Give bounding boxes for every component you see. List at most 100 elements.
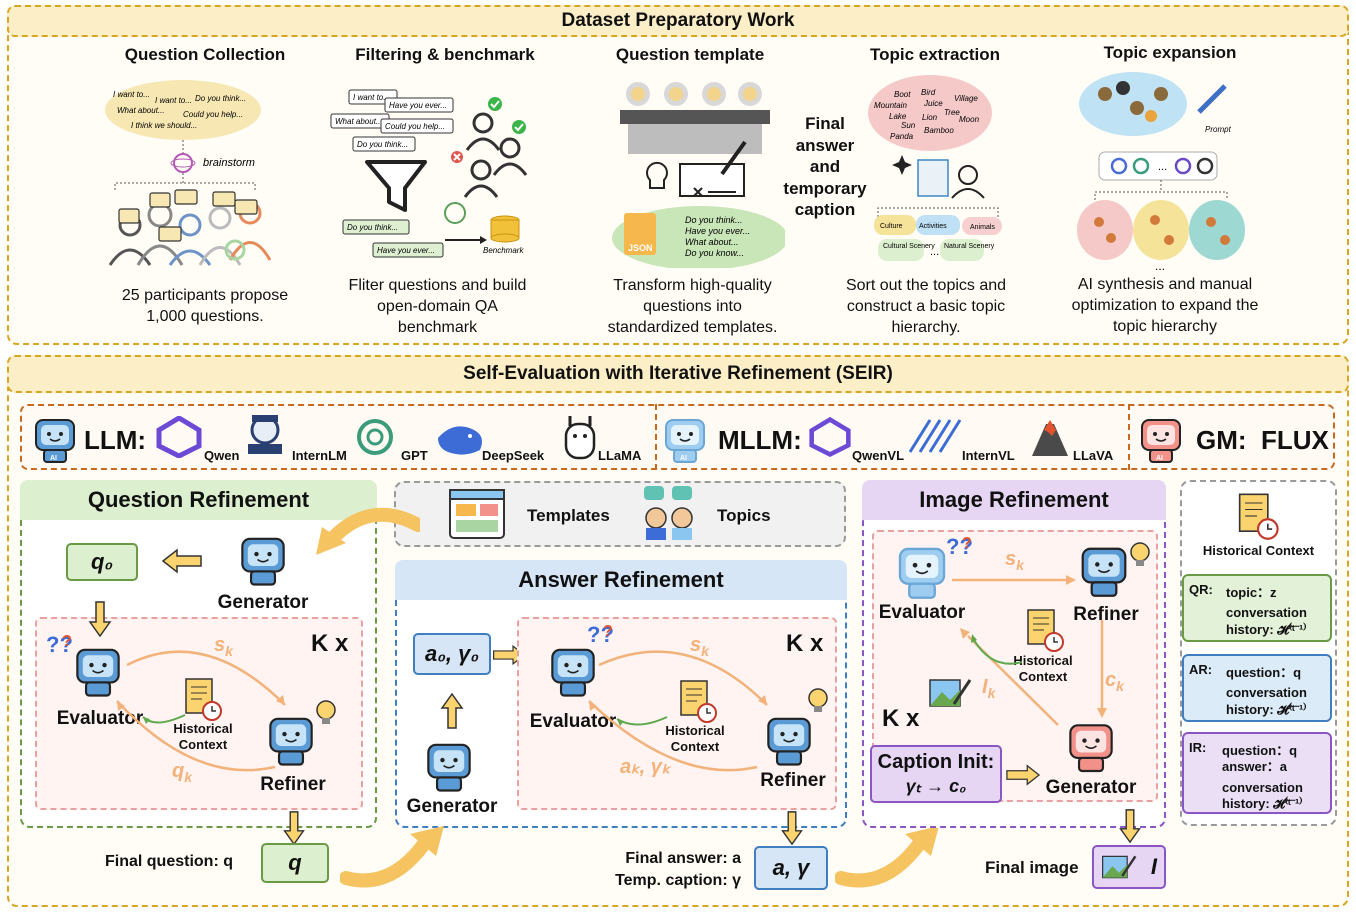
bubble-text: Have you ever...: [389, 101, 447, 110]
desc-line: 25 participants propose: [121, 287, 289, 304]
topic-tag: Natural Scenery: [944, 243, 995, 250]
ir-generator-label: Generator: [1045, 777, 1137, 798]
hc-line: Historical: [1013, 653, 1073, 668]
ir-question: question：q: [1222, 743, 1298, 758]
ik-letter: I: [982, 676, 988, 698]
topic-word: Juice: [923, 99, 943, 108]
ar-generator-label: Generator: [406, 796, 498, 817]
qr-tag: QR:: [1189, 582, 1213, 597]
ar-evaluator-label: Evaluator: [529, 711, 617, 732]
template-text: What about...: [685, 237, 739, 247]
bubble-text: What about...: [117, 106, 165, 115]
model-qwenvl: QwenVL: [852, 448, 905, 463]
final-answer-caption-note: Final answer and temporary caption: [775, 113, 875, 221]
topic-tag: Cultural Scenery: [883, 243, 935, 250]
desc-line: 1,000 questions.: [146, 308, 264, 325]
model-internlm: InternLM: [292, 448, 347, 463]
historical-context-scroll-icon: [1238, 493, 1279, 540]
final-question-label: Final question: q: [105, 853, 233, 870]
llm-robot-icon: AI: [35, 419, 75, 463]
ir-historical-context: Historical Context: [1000, 653, 1086, 685]
topic-word: Bamboo: [924, 126, 954, 135]
final-image-label: Final image: [985, 858, 1079, 877]
desc-line: Fliter questions and build: [348, 277, 527, 294]
desc-question-collection: 25 participants propose 1,000 questions.: [90, 285, 320, 327]
model-divider: [655, 404, 657, 470]
hc-line: Context: [178, 737, 228, 752]
right-arrow-icon: [1006, 764, 1041, 786]
sk-subscript: k: [225, 643, 233, 659]
ar-sk-label: sk: [690, 634, 709, 659]
seir-title: Self-Evaluation with Iterative Refinemen…: [7, 355, 1349, 393]
bubble-text: I want to...: [155, 96, 192, 105]
bubble-text: Do you think...: [347, 223, 398, 232]
ai-label: AI: [680, 455, 687, 462]
ir-answer: answer：a: [1222, 759, 1288, 774]
qr-topic: topic：z: [1226, 585, 1277, 600]
qk-subscript: k: [184, 769, 193, 785]
qr-conversation: conversation: [1226, 605, 1307, 620]
historical-context-scroll-icon: [185, 678, 222, 721]
topic-tag: Culture: [880, 223, 903, 230]
caption-word: caption: [794, 200, 856, 219]
bubble-text: Do you think...: [357, 140, 408, 149]
internlm-logo-icon: [248, 415, 282, 454]
ir-evaluator-label: Evaluator: [878, 602, 966, 623]
model-divider: [1128, 404, 1130, 470]
desc-line: Sort out the topics and: [845, 277, 1007, 294]
desc-line: questions into: [643, 298, 742, 315]
qr-qk-label: qk: [172, 760, 192, 785]
ir-ik-label: Ik: [982, 676, 995, 701]
ar-generator-robot-icon: [427, 743, 471, 792]
ik-subscript: k: [987, 685, 996, 701]
bubble-text: I want to...: [353, 93, 390, 102]
topic-word: Tree: [944, 108, 960, 117]
desc-line: standardized templates.: [607, 319, 778, 336]
qr-refiner-label: Refiner: [260, 774, 326, 795]
ar-evaluator-robot-icon: [551, 648, 595, 697]
models-ellipsis: ...: [1158, 161, 1167, 173]
desc-line: Transform high-quality: [613, 277, 772, 294]
heading-topic-extraction: Topic extraction: [869, 45, 1001, 64]
sk-letter: s: [214, 634, 226, 656]
final-answer-line: Final answer: a: [625, 850, 741, 867]
ir-ck-label: ck: [1105, 669, 1124, 694]
qk-letter: q: [172, 760, 185, 782]
ar-historical-context: Historical Context: [652, 723, 738, 755]
qr-k-times: K x: [311, 630, 349, 657]
desc-topic-expansion: AI synthesis and manual optimization to …: [1045, 274, 1285, 337]
svg-text:??: ??: [946, 534, 973, 559]
down-arrow-icon: [781, 811, 803, 846]
caption-init-formula: γₜ → c₀: [905, 776, 967, 796]
generator-robot-icon: [241, 537, 285, 586]
topic-tag: Activities: [919, 223, 947, 230]
qr-historical-context: Historical Context: [160, 721, 246, 753]
down-arrow-icon: [1119, 809, 1141, 844]
topic-word: Panda: [890, 132, 914, 141]
curved-arrow-icon: [835, 826, 939, 888]
question-marks-icon: ???: [587, 622, 614, 647]
question-collection-illustration: I want to... I want to... Do you think..…: [105, 80, 272, 266]
final-caption-line: Temp. caption: γ: [615, 872, 741, 889]
json-label: JSON: [628, 243, 653, 253]
ir-history: history: 𝓗⁽ᵗ⁻¹⁾: [1222, 796, 1303, 811]
final-image-symbol: I: [1150, 854, 1158, 879]
bubble-text: I think we should...: [131, 121, 197, 130]
a0-box: a₀, γ₀: [413, 633, 491, 675]
expansion-ellipsis: ...: [1155, 259, 1165, 272]
llava-logo-icon: [1032, 420, 1068, 456]
caption-init-title: Caption Init:: [877, 751, 995, 773]
llama-logo-icon: [564, 416, 596, 460]
mllm-label: MLLM:: [718, 425, 802, 455]
brainstorm-label: brainstorm: [203, 157, 255, 169]
down-arrow-icon: [283, 811, 305, 846]
heading-filtering: Filtering & benchmark: [355, 45, 535, 64]
ir-generator-robot-icon: [1069, 724, 1113, 773]
question-marks-icon: ???: [946, 534, 973, 559]
up-arrow-icon: [440, 692, 464, 729]
desc-line: construct a basic topic: [846, 298, 1006, 315]
ir-k-times: K x: [882, 705, 920, 732]
ai-label: AI: [50, 455, 57, 462]
topic-word: Lake: [889, 112, 907, 121]
model-gpt: GPT: [401, 448, 428, 463]
